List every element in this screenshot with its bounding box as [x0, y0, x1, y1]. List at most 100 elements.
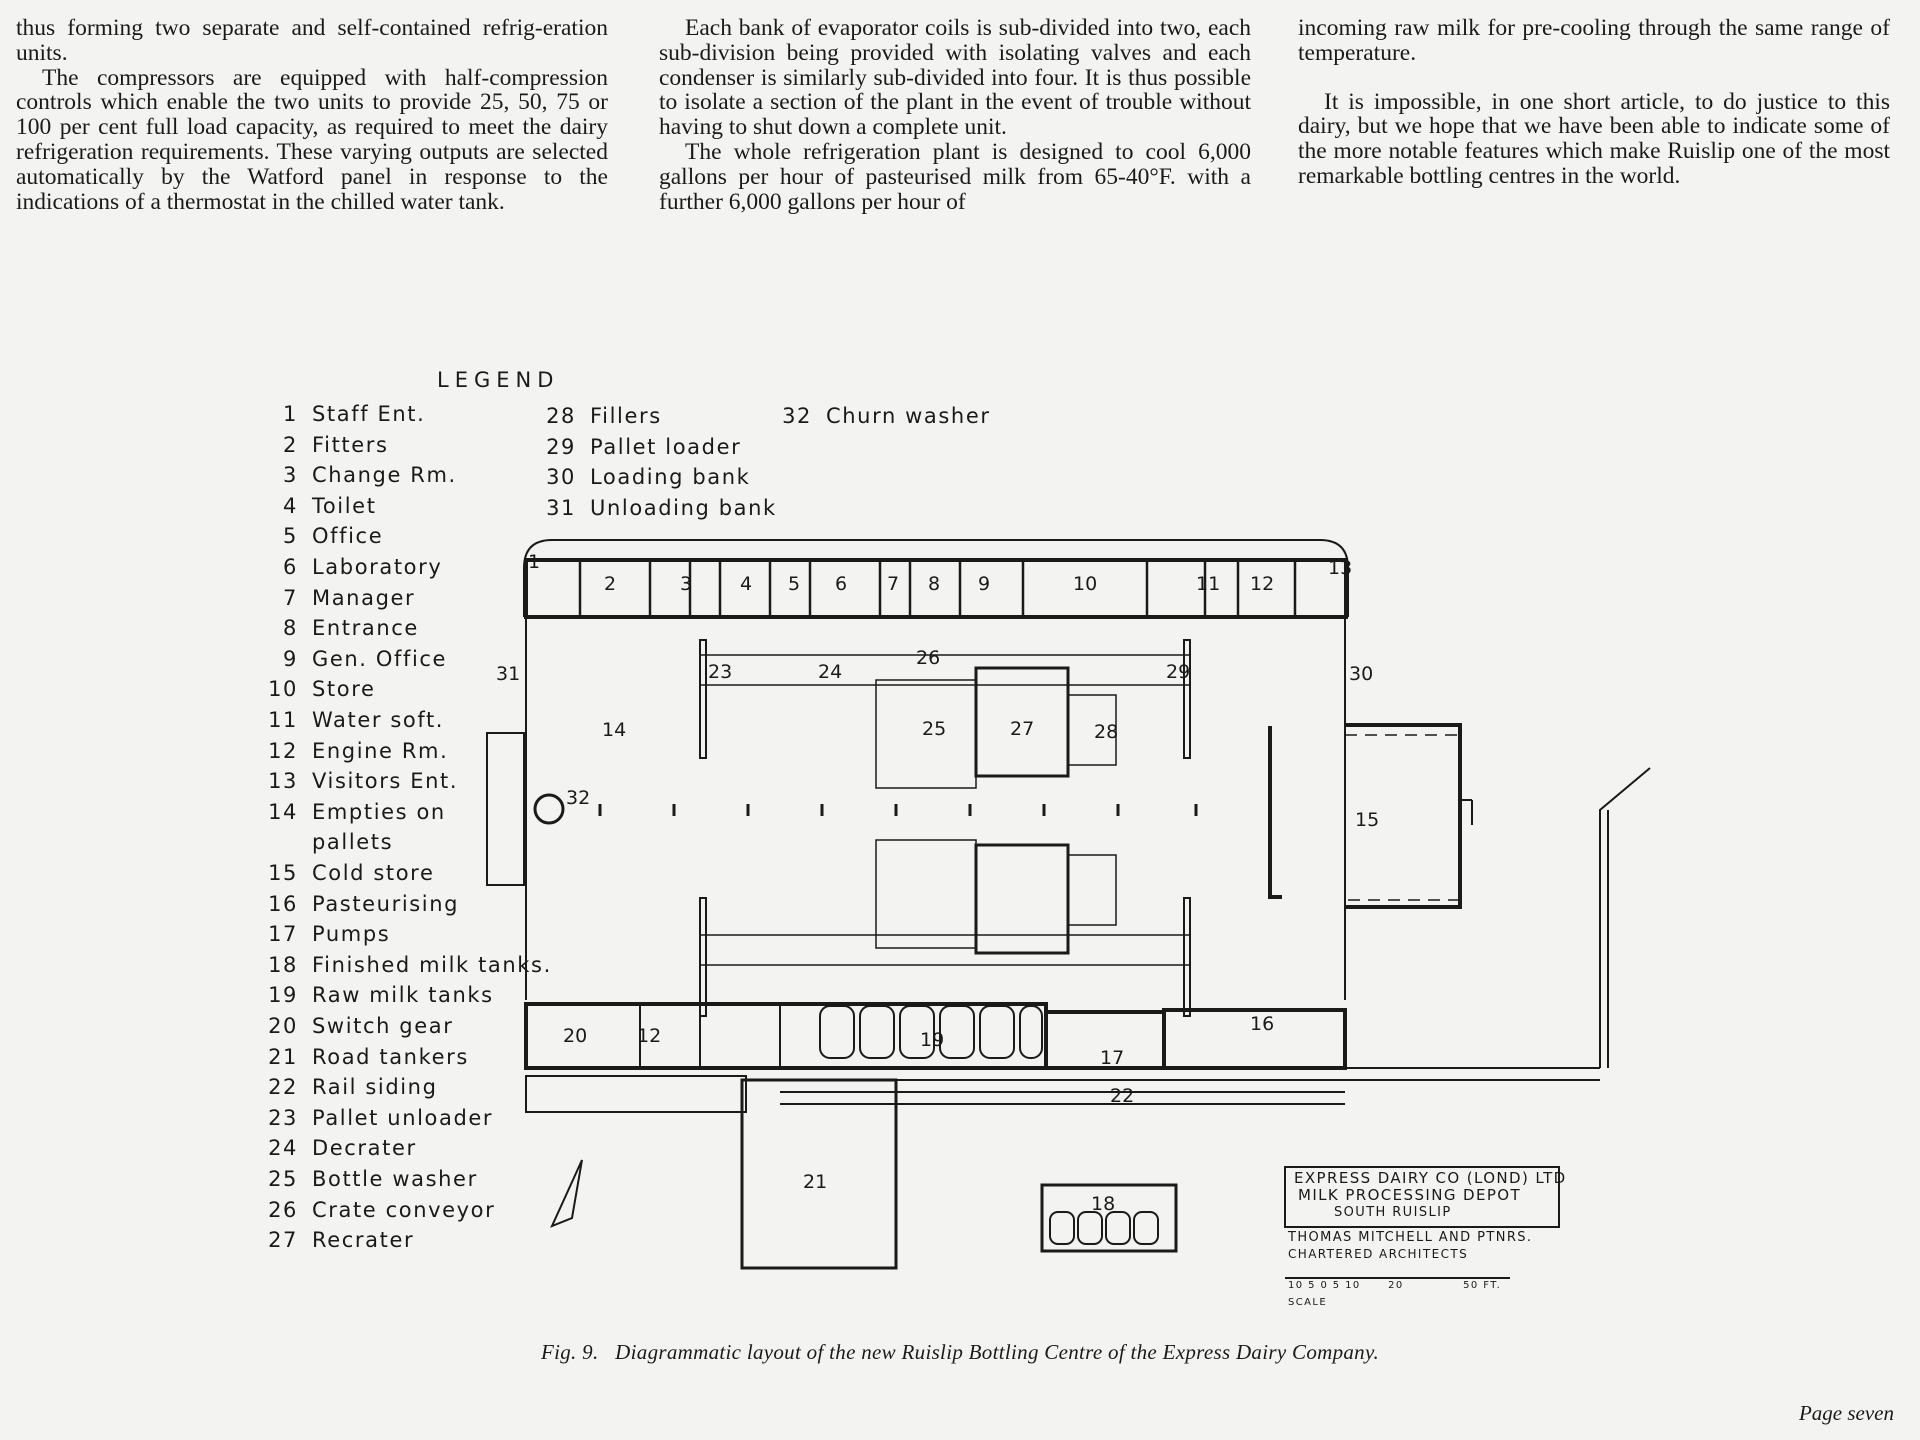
- legend-label: Road tankers: [312, 1044, 469, 1069]
- page-number: Page seven: [1798, 1401, 1894, 1425]
- room-label: 29: [1166, 661, 1190, 683]
- room-label: 27: [1010, 718, 1034, 740]
- title-line: EXPRESS DAIRY CO (LOND) LTD: [1294, 1169, 1567, 1187]
- paragraph: thus forming two separate and self-conta…: [16, 15, 608, 66]
- legend-number: 8: [283, 616, 298, 641]
- room-label: 12: [1250, 573, 1274, 595]
- legend-label: Manager: [312, 585, 416, 610]
- legend-item: 29 Pallet loader: [534, 435, 741, 459]
- room-label: 22: [1110, 1085, 1134, 1107]
- scale-ticks: 10 5 0 5 10 20 50 FT.: [1288, 1280, 1502, 1291]
- room-label: 18: [1091, 1193, 1115, 1215]
- legend-label: Bottle washer: [312, 1167, 478, 1191]
- legend-label: Unloading bank: [590, 495, 777, 520]
- article-column-3: incoming raw milk for pre-cooling throug…: [1298, 16, 1890, 189]
- room-label: 23: [708, 661, 732, 683]
- legend-number: 5: [283, 524, 298, 549]
- room-label: 11: [1196, 573, 1220, 595]
- legend-number: 24: [268, 1136, 298, 1161]
- legend-label: Fitters: [312, 432, 389, 457]
- legend-label: Empties on: [312, 799, 446, 824]
- legend-number: 3: [283, 463, 298, 488]
- legend-number: 31: [546, 495, 576, 520]
- legend-number: 18: [268, 952, 298, 977]
- legend-label: Engine Rm.: [312, 738, 449, 763]
- legend-label: Pasteurising: [312, 891, 460, 916]
- room-label: 19: [920, 1029, 944, 1051]
- room-label: 26: [916, 647, 940, 669]
- legend-label: Office: [312, 524, 384, 549]
- legend-label: Rail siding: [312, 1075, 438, 1100]
- paragraph: The compressors are equipped with half-c…: [16, 64, 608, 215]
- legend-number: 30: [546, 465, 576, 490]
- legend-number: 25: [268, 1167, 298, 1191]
- room-label: 4: [740, 573, 752, 595]
- room-label: 10: [1073, 573, 1097, 595]
- article-column-2: Each bank of evaporator coils is sub-div…: [659, 16, 1251, 214]
- legend-number: 20: [268, 1014, 298, 1038]
- article-column-1: thus forming two separate and self-conta…: [16, 16, 608, 214]
- room-label: 12: [637, 1025, 661, 1047]
- legend-title: LEGEND: [437, 368, 560, 392]
- legend-label: Store: [312, 677, 376, 702]
- legend-number: 13: [268, 769, 298, 794]
- room-label: 15: [1355, 809, 1379, 831]
- room-label: 17: [1100, 1047, 1124, 1069]
- room-label: 5: [788, 573, 800, 595]
- legend-number: 23: [268, 1105, 298, 1130]
- legend-number: 27: [268, 1228, 298, 1253]
- legend-number: 12: [268, 738, 298, 763]
- legend-number: 6: [283, 555, 298, 579]
- legend-label: Cold store: [312, 861, 435, 885]
- legend-number: 28: [546, 404, 576, 428]
- legend-number: 17: [268, 922, 298, 947]
- room-label: 28: [1094, 721, 1118, 743]
- legend-item: 5 Office: [256, 524, 383, 548]
- legend-label: Raw milk tanks: [312, 983, 494, 1008]
- legend-label: Pumps: [312, 922, 391, 947]
- room-label: 20: [563, 1025, 587, 1047]
- scale-label: SCALE: [1288, 1297, 1328, 1308]
- legend-label: Pallet loader: [590, 434, 742, 459]
- legend-label: Fillers: [590, 404, 662, 428]
- room-label: 30: [1349, 663, 1373, 685]
- room-label: 6: [835, 573, 847, 595]
- room-label: 31: [496, 663, 520, 685]
- paragraph: incoming raw milk for pre-cooling throug…: [1298, 15, 1890, 66]
- legend-label: Recrater: [312, 1228, 415, 1253]
- title-line: SOUTH RUISLIP: [1334, 1205, 1452, 1220]
- legend-number: 29: [546, 434, 576, 459]
- legend-label: Finished milk tanks.: [312, 952, 552, 977]
- room-label: 25: [922, 718, 946, 740]
- legend-label: Toilet: [312, 493, 377, 518]
- legend-number: 22: [268, 1075, 298, 1100]
- title-block: EXPRESS DAIRY CO (LOND) LTD MILK PROCESS…: [1288, 1170, 1567, 1311]
- legend-label: Staff Ent.: [312, 402, 426, 426]
- paragraph: It is impossible, in one short article, …: [1298, 88, 1890, 189]
- legend-item: 14 Empties on: [256, 800, 446, 824]
- room-label: 24: [818, 661, 842, 683]
- legend-number: 14: [268, 799, 298, 824]
- room-label: 32: [566, 787, 590, 809]
- legend-label: Pallet unloader: [312, 1105, 494, 1130]
- legend-label: Switch gear: [312, 1014, 454, 1038]
- legend-number: 2: [283, 432, 298, 457]
- room-label: 3: [680, 573, 692, 595]
- legend-number: 11: [268, 708, 298, 732]
- legend-label: Water soft.: [312, 708, 445, 732]
- legend-item: 25 Bottle washer: [256, 1167, 478, 1191]
